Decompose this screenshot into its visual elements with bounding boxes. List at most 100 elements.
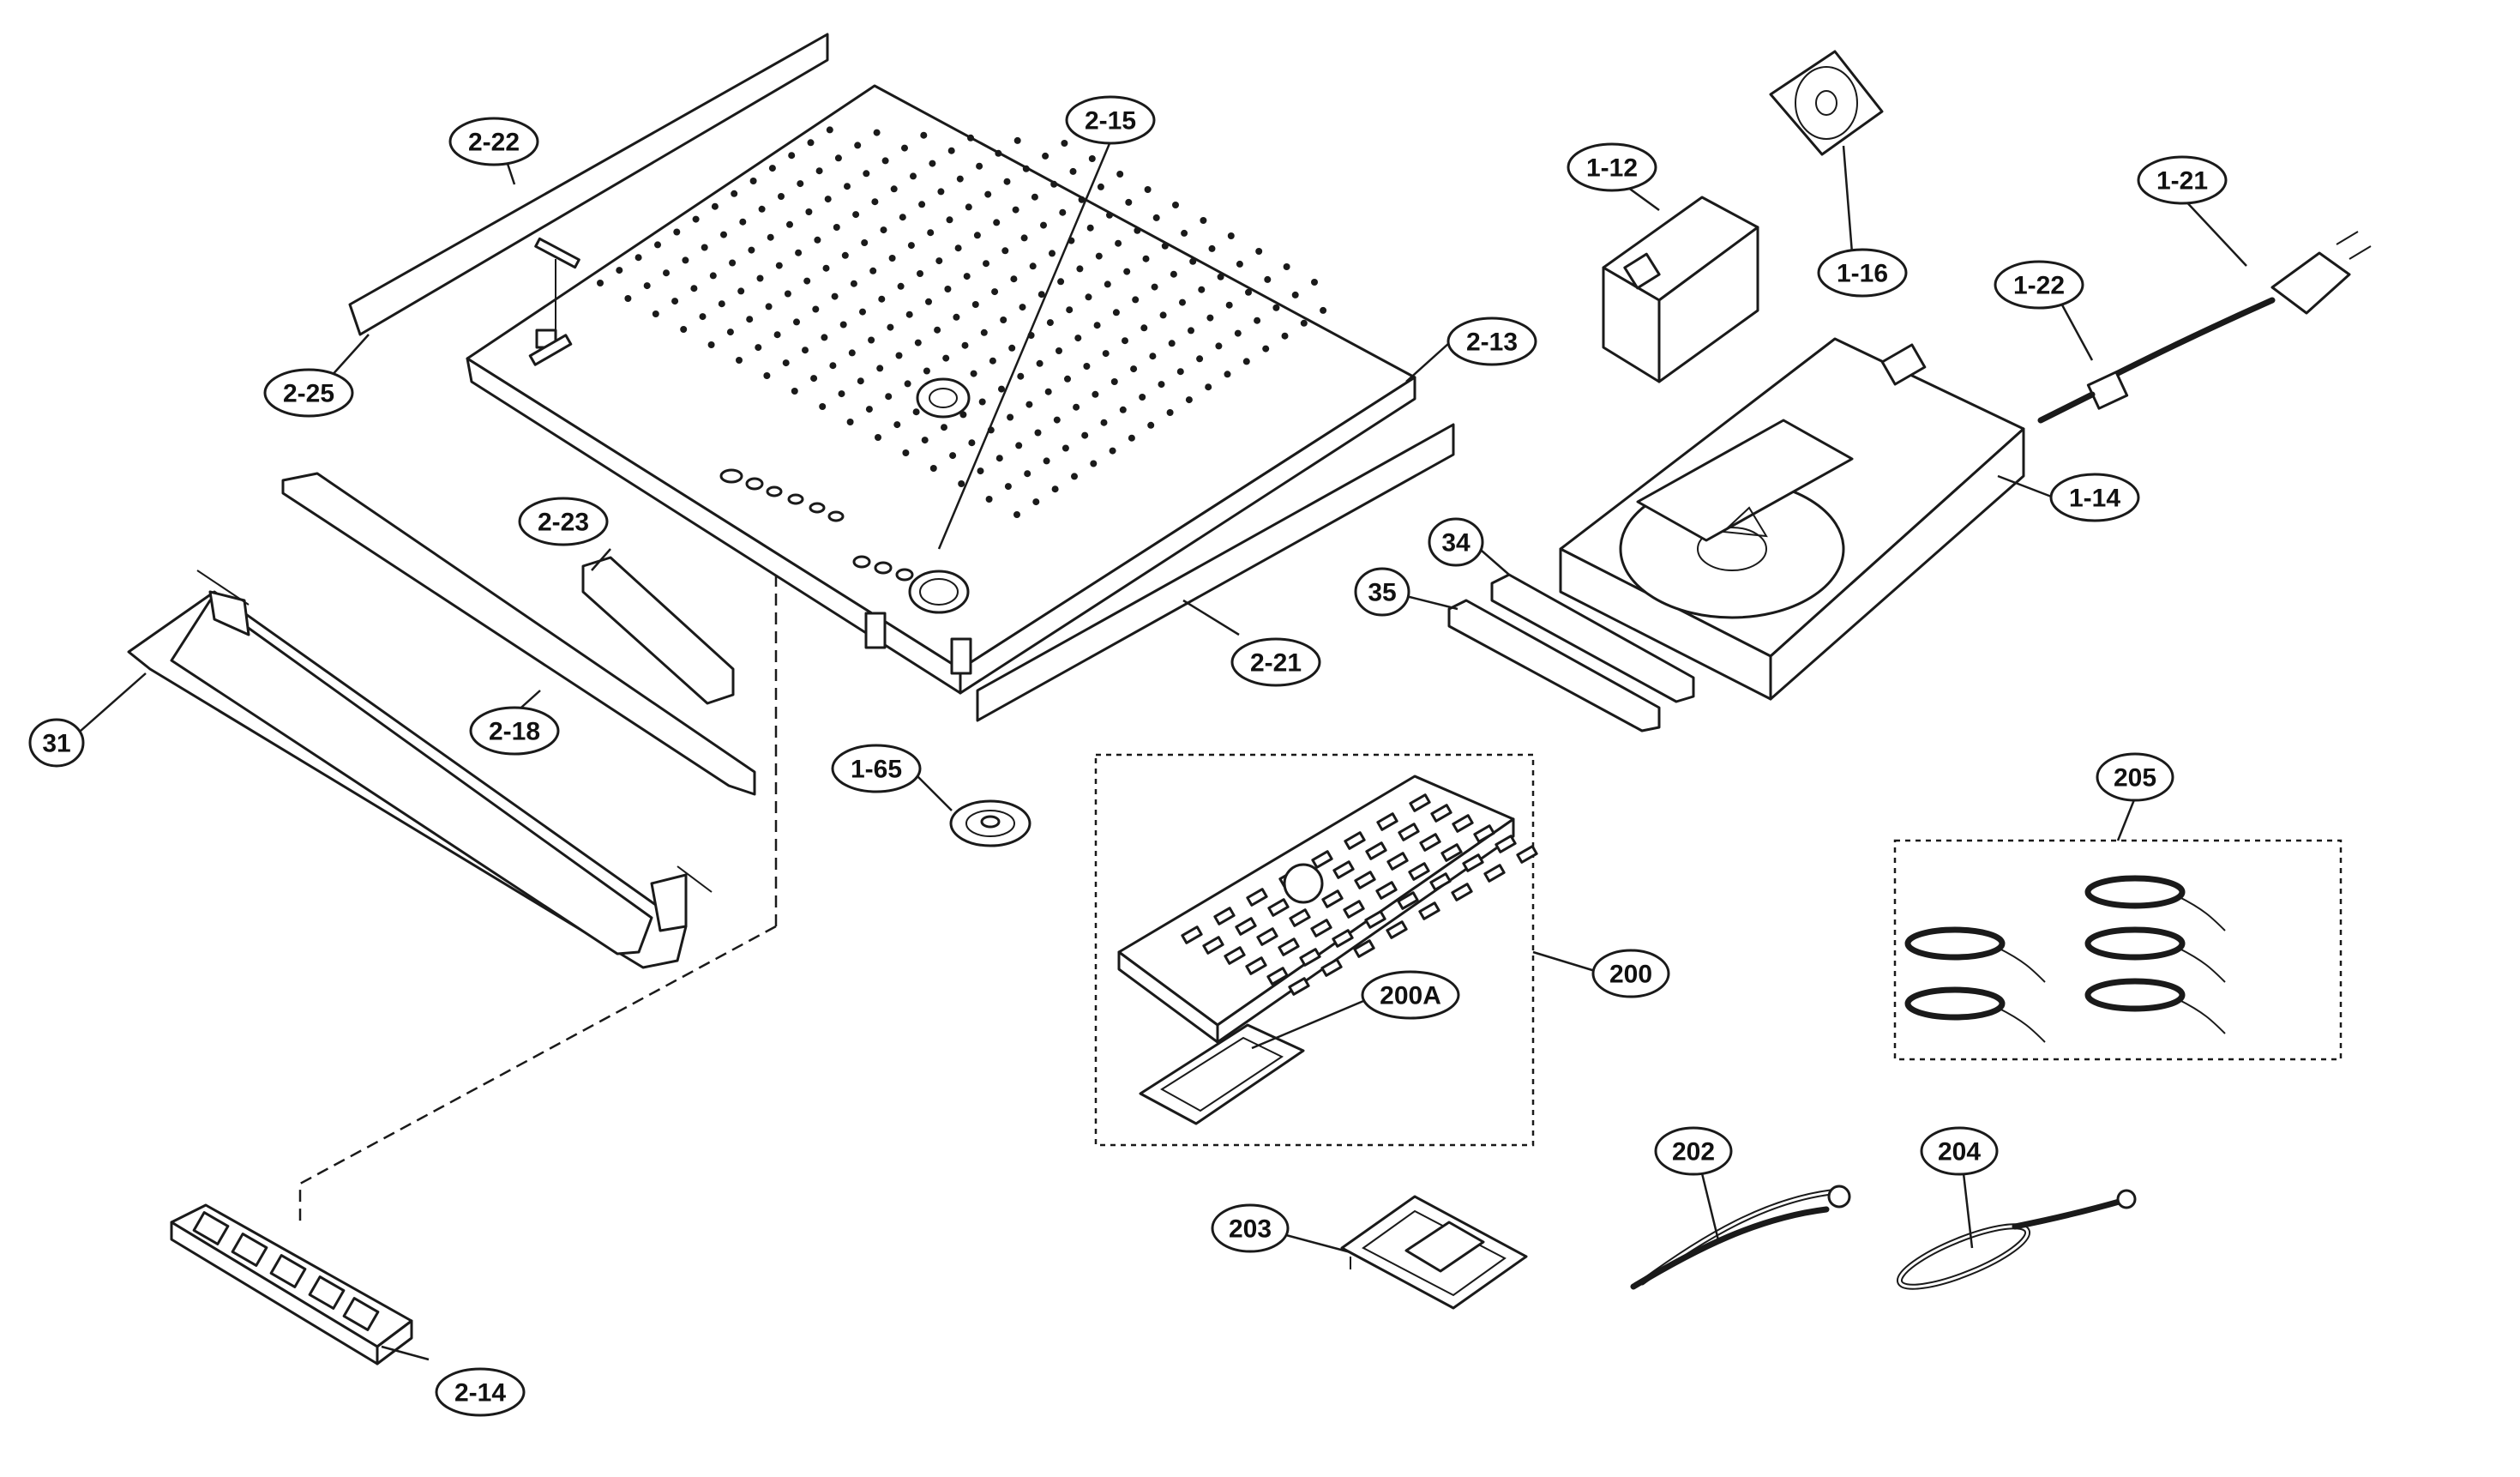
vent-hole xyxy=(921,437,929,444)
vent-hole xyxy=(833,224,840,231)
vent-hole xyxy=(1073,403,1080,411)
remote-key xyxy=(1311,850,1333,869)
vent-hole xyxy=(1198,286,1206,293)
vent-hole xyxy=(797,180,804,188)
vent-hole xyxy=(854,142,862,149)
vent-hole xyxy=(822,264,830,272)
callout-label-2-13: 2-13 xyxy=(1466,329,1518,357)
vent-hole xyxy=(1012,206,1019,214)
remote-key xyxy=(1245,956,1267,975)
vent-hole xyxy=(673,228,681,236)
remote-key xyxy=(1429,872,1452,891)
vent-hole xyxy=(788,152,796,160)
cable-loop xyxy=(2084,926,2186,961)
cable-set-box xyxy=(1893,839,2343,1061)
vent-hole xyxy=(959,411,967,419)
callout-label-1-65: 1-65 xyxy=(851,756,902,784)
vent-hole xyxy=(1181,229,1188,237)
vent-hole xyxy=(1320,306,1327,314)
vent-hole xyxy=(844,183,851,190)
vent-hole xyxy=(899,214,906,221)
trim-strip-2-22 xyxy=(348,33,829,336)
vent-hole xyxy=(1017,372,1025,380)
vent-hole xyxy=(1291,291,1299,298)
vent-hole xyxy=(983,260,989,268)
vent-hole xyxy=(1044,388,1052,395)
vent-hole xyxy=(826,126,833,134)
vent-hole xyxy=(1205,383,1212,391)
clip-2-25 xyxy=(534,237,580,269)
callout-2-13: 2-13 xyxy=(1446,316,1537,366)
vent-hole xyxy=(965,203,972,211)
callout-2-25: 2-25 xyxy=(263,368,354,418)
remote-key xyxy=(1483,864,1506,883)
vent-hole xyxy=(1147,421,1155,429)
vent-hole xyxy=(1196,355,1204,363)
vent-hole xyxy=(1059,208,1067,216)
vent-hole xyxy=(1051,485,1059,493)
vent-hole xyxy=(1088,155,1096,162)
cable-tail xyxy=(2177,998,2226,1034)
vent-hole xyxy=(995,149,1002,157)
speaker-1-65 xyxy=(949,799,1031,847)
remote-key xyxy=(1386,920,1408,939)
remote-key xyxy=(1289,908,1311,927)
vent-hole xyxy=(1013,136,1021,144)
vent-hole xyxy=(1161,242,1169,250)
callout-1-65: 1-65 xyxy=(831,744,922,793)
vent-hole xyxy=(786,220,793,228)
callout-203: 203 xyxy=(1211,1203,1290,1253)
remote-key xyxy=(1397,891,1419,910)
vent-hole xyxy=(690,285,698,292)
vent-hole xyxy=(1020,234,1028,242)
vent-hole xyxy=(1208,244,1216,252)
vent-hole xyxy=(1168,340,1176,347)
vent-hole xyxy=(1071,473,1078,480)
vent-hole xyxy=(1008,344,1016,352)
remote-key xyxy=(1353,939,1375,958)
vent-hole xyxy=(846,419,854,425)
vent-hole xyxy=(720,231,727,238)
vent-hole xyxy=(947,147,955,154)
vent-hole xyxy=(991,288,999,296)
power-cord-1-21 xyxy=(2089,231,2372,389)
vent-hole xyxy=(1037,291,1045,298)
vent-hole xyxy=(624,295,632,302)
vent-hole xyxy=(1069,167,1077,175)
callout-label-1-16: 1-16 xyxy=(1837,260,1888,288)
remote-key xyxy=(1299,948,1321,967)
vent-hole xyxy=(1149,353,1157,360)
vent-hole xyxy=(904,380,911,388)
vent-hole xyxy=(857,377,864,385)
vent-hole xyxy=(929,465,937,472)
vent-hole xyxy=(925,298,932,305)
callout-2-23: 2-23 xyxy=(518,497,609,546)
vent-hole xyxy=(682,256,689,264)
vent-hole xyxy=(1093,322,1101,329)
remote-key xyxy=(1451,883,1473,901)
vent-hole xyxy=(881,157,889,165)
remote-key xyxy=(1364,910,1386,929)
vent-hole xyxy=(1159,311,1167,319)
vent-hole xyxy=(839,321,847,329)
vent-hole xyxy=(814,236,821,244)
vent-hole xyxy=(1158,381,1165,389)
callout-label-2-14: 2-14 xyxy=(454,1379,506,1408)
vent-hole xyxy=(841,251,849,259)
vent-hole xyxy=(784,290,791,298)
vent-hole xyxy=(869,267,877,274)
strip-35 xyxy=(1447,599,1661,732)
vent-hole xyxy=(793,318,800,326)
vent-hole xyxy=(1056,347,1062,354)
remote-key xyxy=(1213,907,1236,925)
remote-key xyxy=(1332,929,1354,948)
vent-hole xyxy=(597,280,604,286)
vent-hole xyxy=(850,280,857,287)
vent-hole xyxy=(1034,429,1042,437)
vent-hole xyxy=(1043,457,1050,465)
vent-hole xyxy=(1179,298,1186,306)
vent-hole xyxy=(929,160,936,167)
vent-hole xyxy=(984,190,992,198)
vent-hole xyxy=(1061,140,1068,147)
vent-hole xyxy=(998,385,1005,393)
